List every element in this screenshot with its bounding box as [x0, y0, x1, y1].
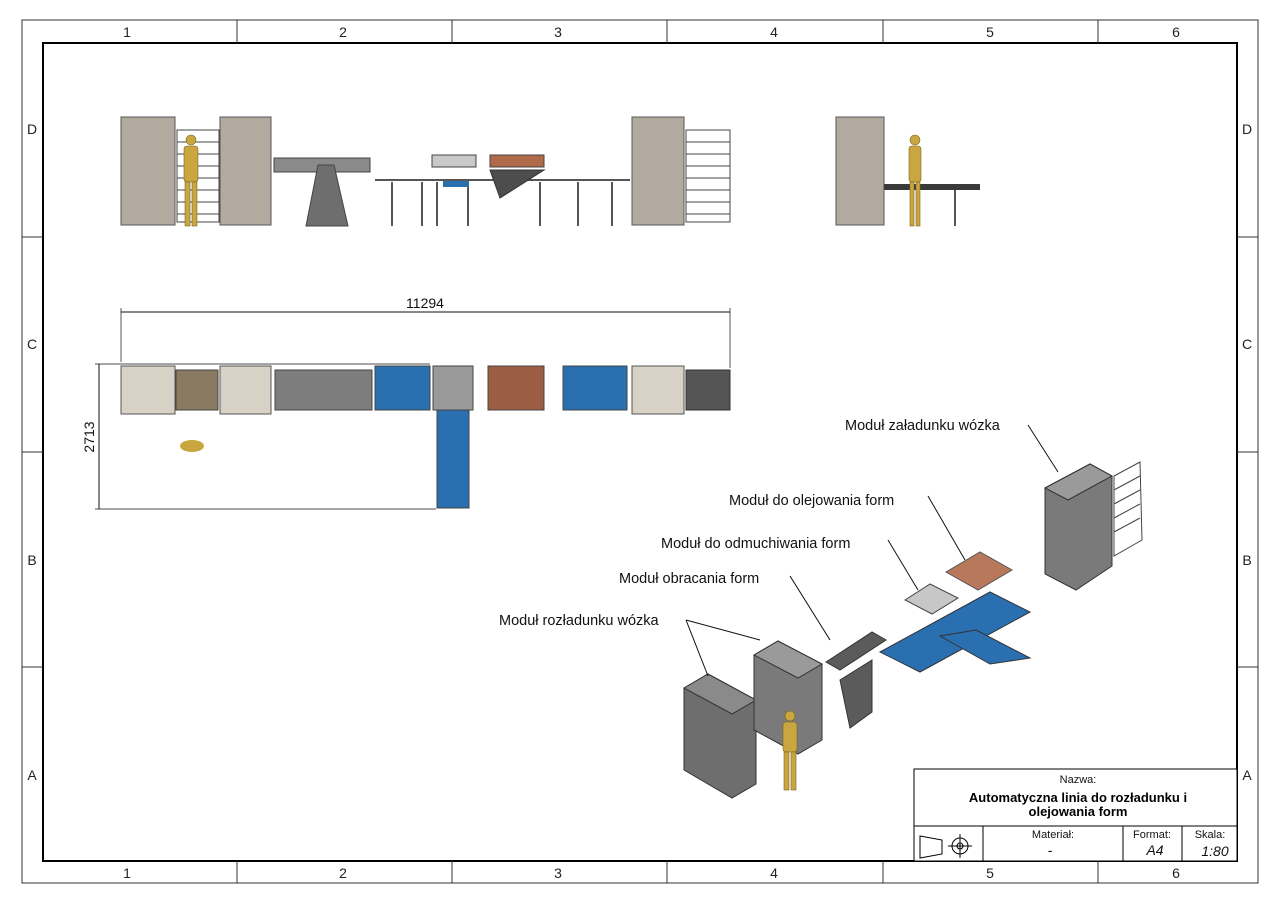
isometric-view	[682, 461, 1143, 799]
mannequin-front	[183, 134, 199, 227]
tb-scale-label: Skala:	[1195, 829, 1226, 841]
load-cabinet	[631, 116, 685, 226]
mannequin-iso	[782, 710, 798, 791]
callout-oiling: Moduł do olejowania form	[729, 493, 894, 509]
column-dividers	[22, 20, 1258, 883]
unload-cabinet-right	[219, 116, 272, 226]
row-label-left-c: C	[27, 336, 37, 352]
col-label-bottom-1: 1	[123, 865, 131, 881]
row-label-right-a: A	[1242, 767, 1252, 783]
side-conveyor	[884, 184, 980, 190]
callout-turning: Moduł obracania form	[619, 571, 759, 587]
callout-unloading: Moduł rozładunku wózka	[499, 613, 660, 629]
conveyor-blue-front	[443, 181, 469, 187]
row-label-left-d: D	[27, 121, 37, 137]
col-label-bottom-5: 5	[986, 865, 994, 881]
col-label-bottom-3: 3	[554, 865, 562, 881]
oiling-hopper	[489, 169, 546, 199]
col-label-top-3: 3	[554, 24, 562, 40]
col-label-bottom-4: 4	[770, 865, 778, 881]
front-view	[120, 116, 731, 227]
tb-name-label: Nazwa:	[1060, 774, 1097, 786]
tb-title-line2: olejowania form	[1029, 804, 1128, 819]
col-label-top-5: 5	[986, 24, 994, 40]
unload-cabinet-left	[120, 116, 176, 226]
col-label-top-2: 2	[339, 24, 347, 40]
tb-format-value: A4	[1145, 842, 1163, 858]
projection-symbol-icon	[919, 834, 972, 859]
row-label-right-c: C	[1242, 336, 1252, 352]
oiling-module-front	[489, 154, 545, 168]
row-label-left-a: A	[27, 767, 37, 783]
title-block: Nazwa: Automatyczna linia do rozładunku …	[913, 768, 1238, 862]
col-label-top-6: 6	[1172, 24, 1180, 40]
tb-format-label: Format:	[1133, 829, 1171, 841]
col-label-top-1: 1	[123, 24, 131, 40]
tb-material-value: -	[1048, 842, 1053, 858]
callout-blowing: Moduł do odmuchiwania form	[661, 536, 850, 552]
callout-loading: Moduł załadunku wózka	[845, 418, 1001, 434]
mannequin-side	[908, 134, 922, 227]
top-view: 11294 2713	[81, 295, 731, 510]
side-view	[835, 116, 980, 227]
dim-length-value: 11294	[406, 295, 444, 311]
row-label-right-d: D	[1242, 121, 1252, 137]
side-conveyor-top	[436, 409, 470, 509]
col-label-top-4: 4	[770, 24, 778, 40]
row-label-right-b: B	[1242, 552, 1251, 568]
callouts	[685, 424, 1059, 677]
turning-module-stand	[305, 164, 349, 227]
row-label-left-b: B	[27, 552, 36, 568]
col-label-bottom-2: 2	[339, 865, 347, 881]
tb-title-line1: Automatyczna linia do rozładunku i	[969, 790, 1187, 805]
side-cabinet	[835, 116, 885, 226]
tb-scale-value: 1:80	[1201, 843, 1228, 859]
blowing-module-front	[431, 154, 477, 168]
mannequin-top	[180, 440, 204, 452]
tb-material-label: Materiał:	[1032, 829, 1074, 841]
trolley-rack-right	[685, 129, 731, 223]
col-label-bottom-6: 6	[1172, 865, 1180, 881]
dim-width-value: 2713	[81, 421, 97, 452]
